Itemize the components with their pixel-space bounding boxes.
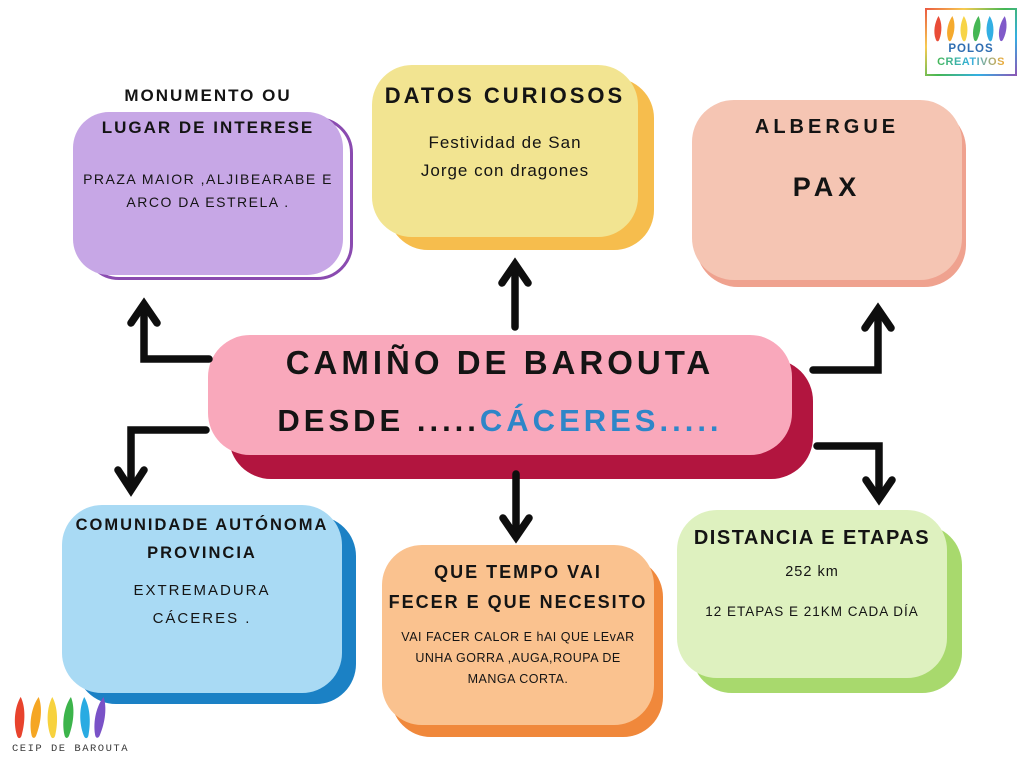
arrow-to-albergue — [809, 302, 895, 374]
polos-creativos-logo: POLOS CREATIVOS — [925, 8, 1017, 76]
node-monumento: MONUMENTO OU LUGAR DE INTERESE PRAZA MAI… — [73, 86, 353, 280]
node-datos-curiosos: DATOS CURIOSOS Festividad de San Jorge c… — [372, 65, 654, 250]
paint-strokes-icon — [14, 696, 106, 739]
datos-body-line2: Jorge con dragones — [420, 161, 590, 180]
node-tempo: QUE TEMPO VAI FECER E QUE NECESITO VAI F… — [382, 545, 663, 737]
ceip-logo-text: CEIP DE BAROUTA — [12, 743, 130, 755]
arrow-to-tempo — [499, 470, 533, 544]
arrow-to-distancia — [813, 442, 896, 506]
albergue-heading: ALBERGUE — [754, 116, 900, 138]
tempo-body-line3: MANGA CORTA. — [467, 672, 569, 686]
node-center-title: CAMIÑO DE BAROUTA DESDE .....CÁCERES....… — [208, 335, 813, 479]
monumento-body-line1: PRAZA MAIOR ,ALJIBEARABE E — [83, 171, 333, 187]
comunidade-heading-line1: COMUNIDADE AUTÓNOMA — [75, 516, 329, 534]
node-distancia: DISTANCIA E ETAPAS 252 km 12 ETAPAS E 21… — [677, 510, 962, 693]
tempo-body-line2: UNHA GORRA ,AUGA,ROUPA DE — [415, 651, 621, 665]
distancia-heading: DISTANCIA E ETAPAS — [693, 527, 931, 549]
center-title-line1: CAMIÑO DE BAROUTA — [285, 344, 715, 381]
datos-body-line1: Festividad de San — [428, 133, 582, 152]
arrow-to-monumento — [127, 297, 213, 363]
datos-heading: DATOS CURIOSOS — [384, 83, 626, 108]
tempo-heading-line2: FECER E QUE NECESITO — [388, 592, 648, 612]
ceip-barouta-logo: CEIP DE BAROUTA — [12, 695, 132, 765]
center-title-prefix: DESDE ..... — [277, 403, 480, 438]
node-comunidade: COMUNIDADE AUTÓNOMA PROVINCIA EXTREMADUR… — [62, 505, 356, 704]
node-monumento-fill — [73, 112, 343, 275]
monumento-heading-line2: LUGAR DE INTERESE — [101, 118, 315, 137]
node-distancia-fill — [677, 510, 947, 678]
node-comunidade-fill — [62, 505, 342, 693]
node-center-fill — [208, 335, 792, 455]
node-tempo-fill — [382, 545, 654, 725]
tempo-heading-line1: QUE TEMPO VAI — [434, 562, 602, 582]
center-title-line2: DESDE .....CÁCERES..... — [208, 398, 792, 444]
polos-logo-text-line1: POLOS — [948, 43, 994, 55]
distancia-body-km: 252 km — [785, 564, 839, 580]
arrow-to-comunidade — [114, 426, 210, 497]
polos-logo-text-line2: CREATIVOS — [937, 56, 1005, 68]
monumento-body-line2: ARCO DA ESTRELA . — [126, 194, 290, 210]
monumento-heading-line1: MONUMENTO OU — [124, 86, 292, 105]
tempo-body-line1: VAI FACER CALOR E hAI QUE LEvAR — [401, 630, 635, 644]
distancia-body-etapas: 12 ETAPAS E 21KM CADA DÍA — [705, 604, 919, 619]
node-albergue-fill — [692, 100, 962, 280]
center-title-highlight: CÁCERES..... — [479, 403, 723, 438]
albergue-body: PAX — [792, 172, 862, 202]
node-datos-fill — [372, 65, 638, 237]
comunidade-body-line2: CÁCERES . — [152, 610, 252, 627]
node-albergue: ALBERGUE PAX — [692, 100, 966, 287]
paint-strokes-icon — [934, 16, 1007, 42]
comunidade-heading-line2: PROVINCIA — [147, 544, 257, 562]
arrow-to-datos — [498, 257, 532, 331]
comunidade-body-line1: EXTREMADURA — [133, 582, 271, 599]
